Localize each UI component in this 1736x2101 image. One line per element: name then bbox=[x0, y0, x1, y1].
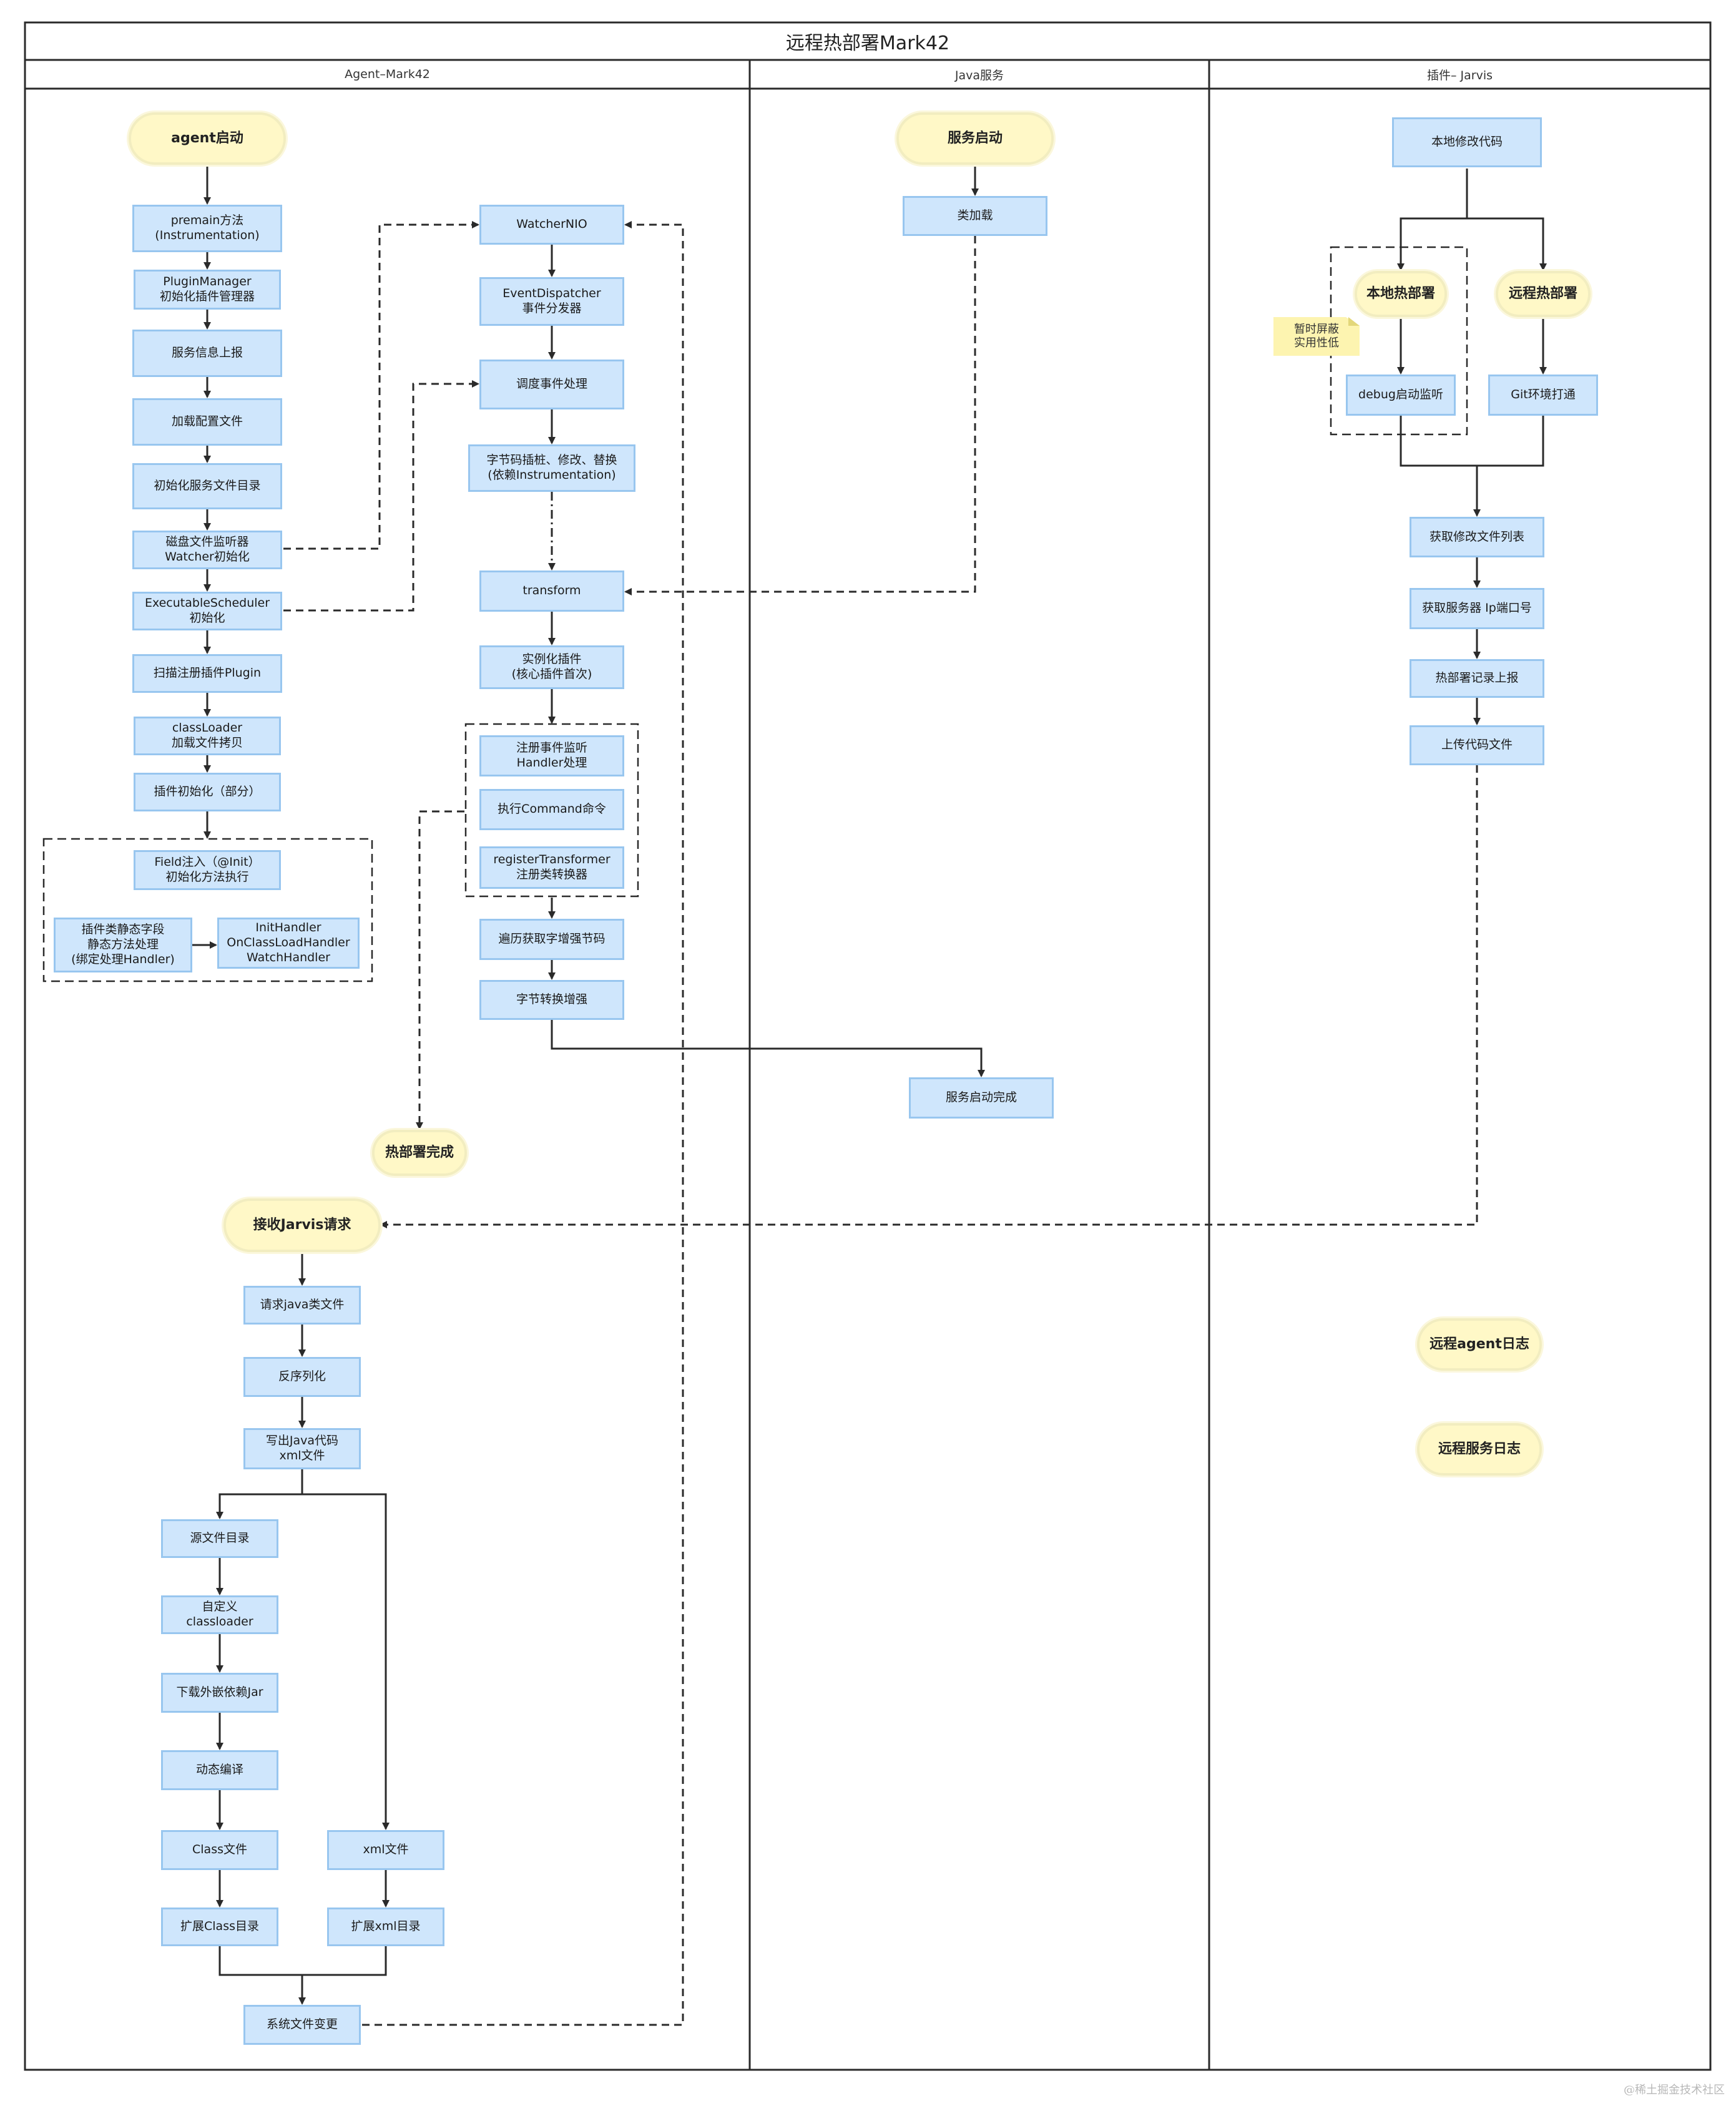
node-remote-svc-log: 远程服务日志 bbox=[1417, 1423, 1542, 1476]
node-local-hot: 本地热部署 bbox=[1355, 271, 1447, 317]
lane-title-jarvis: 插件– Jarvis bbox=[1426, 68, 1493, 82]
diagram-title: 远程热部署Mark42 bbox=[785, 32, 950, 54]
node-req-java: 请求java类文件 bbox=[243, 1286, 361, 1325]
node-report-record: 热部署记录上报 bbox=[1410, 659, 1544, 698]
edge-watcher-watchernio bbox=[283, 221, 479, 550]
edge-extclass-sysfile bbox=[218, 1946, 306, 2005]
edge-enhance-svcdone bbox=[551, 1020, 985, 1077]
node-xml-file: xml文件 bbox=[327, 1830, 444, 1870]
edge-extxml-sysfile bbox=[302, 1946, 387, 1976]
node-classloader-copy: classLoader 加载文件拷贝 bbox=[134, 717, 281, 755]
edge-debug-merge bbox=[1400, 416, 1481, 517]
node-get-files: 获取修改文件列表 bbox=[1410, 517, 1544, 557]
lane-title-agent: Agent–Mark42 bbox=[345, 67, 430, 81]
node-upload-code: 上传代码文件 bbox=[1410, 725, 1544, 765]
edge-scheduler-scheduleevent bbox=[283, 380, 479, 612]
node-remote-agent-log: 远程agent日志 bbox=[1417, 1318, 1542, 1371]
node-static-field: 插件类静态字段 静态方法处理 (绑定处理Handler) bbox=[54, 918, 192, 972]
watermark: @稀土掘金技术社区 bbox=[1624, 2084, 1725, 2097]
node-hotdeploy-done: 热部署完成 bbox=[372, 1130, 467, 1176]
node-instantiate-plugin: 实例化插件 (核心插件首次) bbox=[479, 645, 624, 689]
node-init-service-dir: 初始化服务文件目录 bbox=[132, 463, 282, 509]
edge-localmodify-remote bbox=[1467, 217, 1547, 271]
edge-localmodify-split bbox=[1397, 169, 1468, 271]
lane-title-java: Java服务 bbox=[954, 68, 1004, 82]
node-schedule-event: 调度事件处理 bbox=[479, 360, 624, 409]
node-bytecode-enhance: 字节转换增强 bbox=[479, 980, 624, 1020]
node-git-env: Git环境打通 bbox=[1488, 375, 1598, 416]
node-agent-start: agent启动 bbox=[129, 112, 286, 165]
edge-sysfile-watchernio bbox=[362, 221, 684, 2026]
node-remote-hot: 远程热部署 bbox=[1496, 271, 1591, 317]
node-src-dir: 源文件目录 bbox=[161, 1519, 278, 1558]
node-plugin-manager: PluginManager 初始化插件管理器 bbox=[134, 270, 281, 310]
node-register-transformer: registerTransformer 注册类转换器 bbox=[479, 846, 624, 889]
node-init-handler: InitHandler OnClassLoadHandler WatchHand… bbox=[217, 918, 360, 969]
node-custom-cl: 自定义 classloader bbox=[161, 1595, 278, 1634]
diagram-frame bbox=[24, 21, 1712, 2071]
node-get-ip: 获取服务器 Ip端口号 bbox=[1410, 588, 1544, 629]
node-load-config: 加载配置文件 bbox=[132, 398, 282, 446]
edge-git-merge bbox=[1477, 416, 1544, 467]
init-group-box bbox=[42, 838, 373, 982]
edge-writejava-srcdir bbox=[216, 1469, 303, 1519]
edge-upload-recvjarvis bbox=[380, 765, 1478, 1228]
note-fold-icon bbox=[1348, 317, 1360, 326]
node-register-listener: 注册事件监听 Handler处理 bbox=[479, 735, 624, 776]
node-traverse-bytecode: 遍历获取字增强节码 bbox=[479, 919, 624, 960]
node-write-java: 写出Java代码 xml文件 bbox=[243, 1428, 361, 1469]
node-deserialize: 反序列化 bbox=[243, 1357, 361, 1397]
node-recv-jarvis: 接收Jarvis请求 bbox=[223, 1198, 381, 1252]
edge-writejava-xmlfile bbox=[302, 1493, 390, 1830]
node-premain: premain方法 (Instrumentation) bbox=[132, 205, 282, 252]
node-class-load: 类加载 bbox=[903, 196, 1047, 236]
node-exec-scheduler: ExecutableScheduler 初始化 bbox=[132, 592, 282, 630]
edge-handlergroup-hotdone bbox=[416, 810, 464, 1130]
node-dyn-compile: 动态编译 bbox=[161, 1750, 278, 1790]
node-ext-xml-dir: 扩展xml目录 bbox=[327, 1908, 444, 1946]
node-scan-plugin: 扫描注册插件Plugin bbox=[132, 654, 282, 693]
node-service-report: 服务信息上报 bbox=[132, 330, 282, 377]
handler-group-box bbox=[464, 723, 639, 898]
node-bytecode-modify: 字节码插桩、修改、替换 (依赖Instrumentation) bbox=[468, 444, 635, 492]
note-disabled: 暂时屏蔽 实用性低 bbox=[1273, 317, 1360, 356]
node-svc-start: 服务启动 bbox=[896, 112, 1054, 165]
node-download-jar: 下载外嵌依赖Jar bbox=[161, 1673, 278, 1713]
node-event-dispatcher: EventDispatcher 事件分发器 bbox=[479, 277, 624, 326]
node-disk-watcher: 磁盘文件监听器 Watcher初始化 bbox=[132, 531, 282, 569]
node-field-inject: Field注入（@Init） 初始化方法执行 bbox=[134, 850, 281, 890]
node-ext-class-dir: 扩展Class目录 bbox=[161, 1908, 278, 1946]
node-local-modify: 本地修改代码 bbox=[1392, 117, 1542, 167]
node-plugin-init: 插件初始化（部分） bbox=[134, 773, 281, 811]
node-exec-command: 执行Command命令 bbox=[479, 789, 624, 830]
node-class-file: Class文件 bbox=[161, 1830, 278, 1870]
node-svc-done: 服务启动完成 bbox=[909, 1077, 1054, 1119]
node-sys-file-change: 系统文件变更 bbox=[243, 2005, 361, 2045]
edge-layer bbox=[192, 165, 1547, 2026]
node-debug-listen: debug启动监听 bbox=[1346, 375, 1456, 416]
node-watcher-nio: WatcherNIO bbox=[479, 205, 624, 245]
node-transform: transform bbox=[479, 571, 624, 612]
edge-classload-transform bbox=[624, 236, 976, 595]
